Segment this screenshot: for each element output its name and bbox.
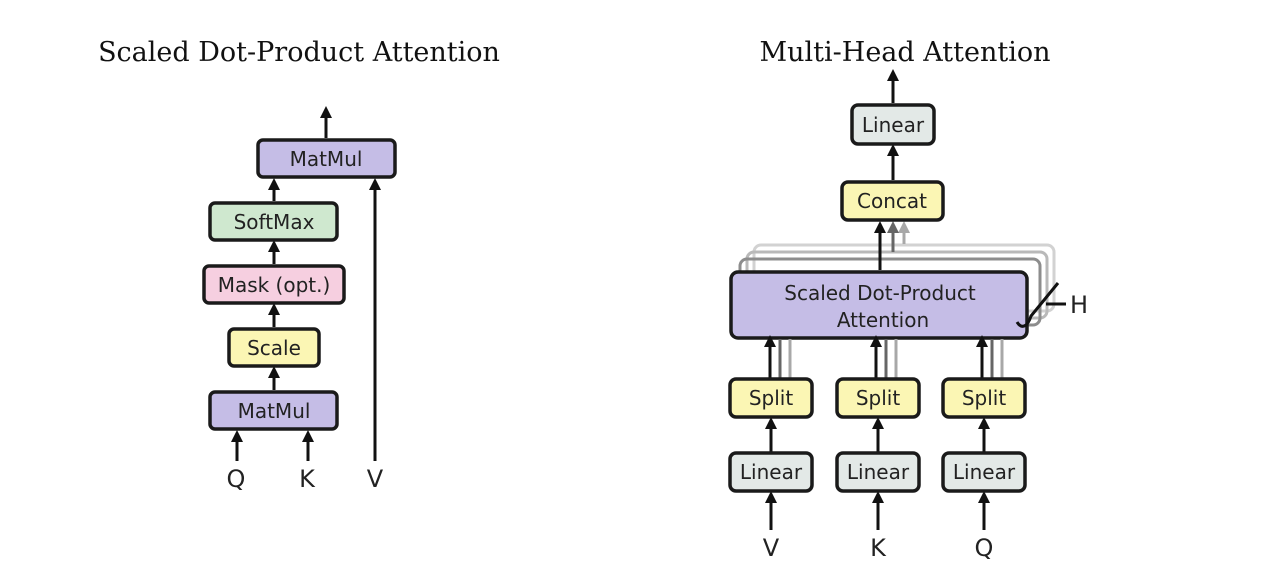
split-q-block — [941, 377, 1027, 419]
mha-input-v-label: V — [763, 534, 780, 562]
scaled-dot-product-diagram: Scaled Dot-Product Attention MatMul Soft… — [98, 37, 500, 493]
linear-output-label: Linear — [862, 113, 925, 137]
heads-brace — [1015, 282, 1060, 328]
scale-block — [227, 327, 321, 368]
linear-v-block — [728, 451, 814, 493]
right-diagram-title: Multi-Head Attention — [760, 37, 1051, 68]
mha-input-q-label: Q — [975, 534, 994, 562]
input-k-label: K — [299, 465, 316, 493]
matmul-bottom-block — [208, 390, 339, 431]
mask-block — [202, 264, 346, 305]
attention-block-label-line1: Scaled Dot-Product — [784, 281, 976, 305]
split-k-label: Split — [856, 386, 901, 410]
heads-label: H — [1070, 291, 1088, 319]
split-q-label: Split — [962, 386, 1007, 410]
split-k-block — [835, 377, 921, 419]
mask-label: Mask (opt.) — [218, 273, 331, 297]
split-v-block — [728, 377, 814, 419]
softmax-block — [208, 201, 339, 242]
concat-block — [840, 180, 945, 222]
linear-output-block — [850, 103, 936, 146]
matmul-bottom-label: MatMul — [238, 399, 311, 423]
softmax-label: SoftMax — [234, 210, 315, 234]
linear-v-label: Linear — [740, 460, 803, 484]
attention-block-label-line2: Attention — [837, 308, 929, 332]
matmul-top-block — [256, 138, 397, 179]
input-q-label: Q — [227, 465, 246, 493]
left-diagram-title: Scaled Dot-Product Attention — [98, 37, 500, 68]
linear-q-label: Linear — [953, 460, 1016, 484]
linear-q-block — [941, 451, 1027, 493]
scale-label: Scale — [247, 336, 301, 360]
mha-input-k-label: K — [870, 534, 887, 562]
linear-k-block — [835, 451, 921, 493]
input-v-label: V — [367, 465, 384, 493]
linear-k-label: Linear — [847, 460, 910, 484]
matmul-top-label: MatMul — [290, 147, 363, 171]
multi-head-attention-diagram: Multi-Head Attention Scaled Dot-Product … — [728, 37, 1088, 562]
concat-label: Concat — [857, 189, 927, 213]
split-v-label: Split — [749, 386, 794, 410]
